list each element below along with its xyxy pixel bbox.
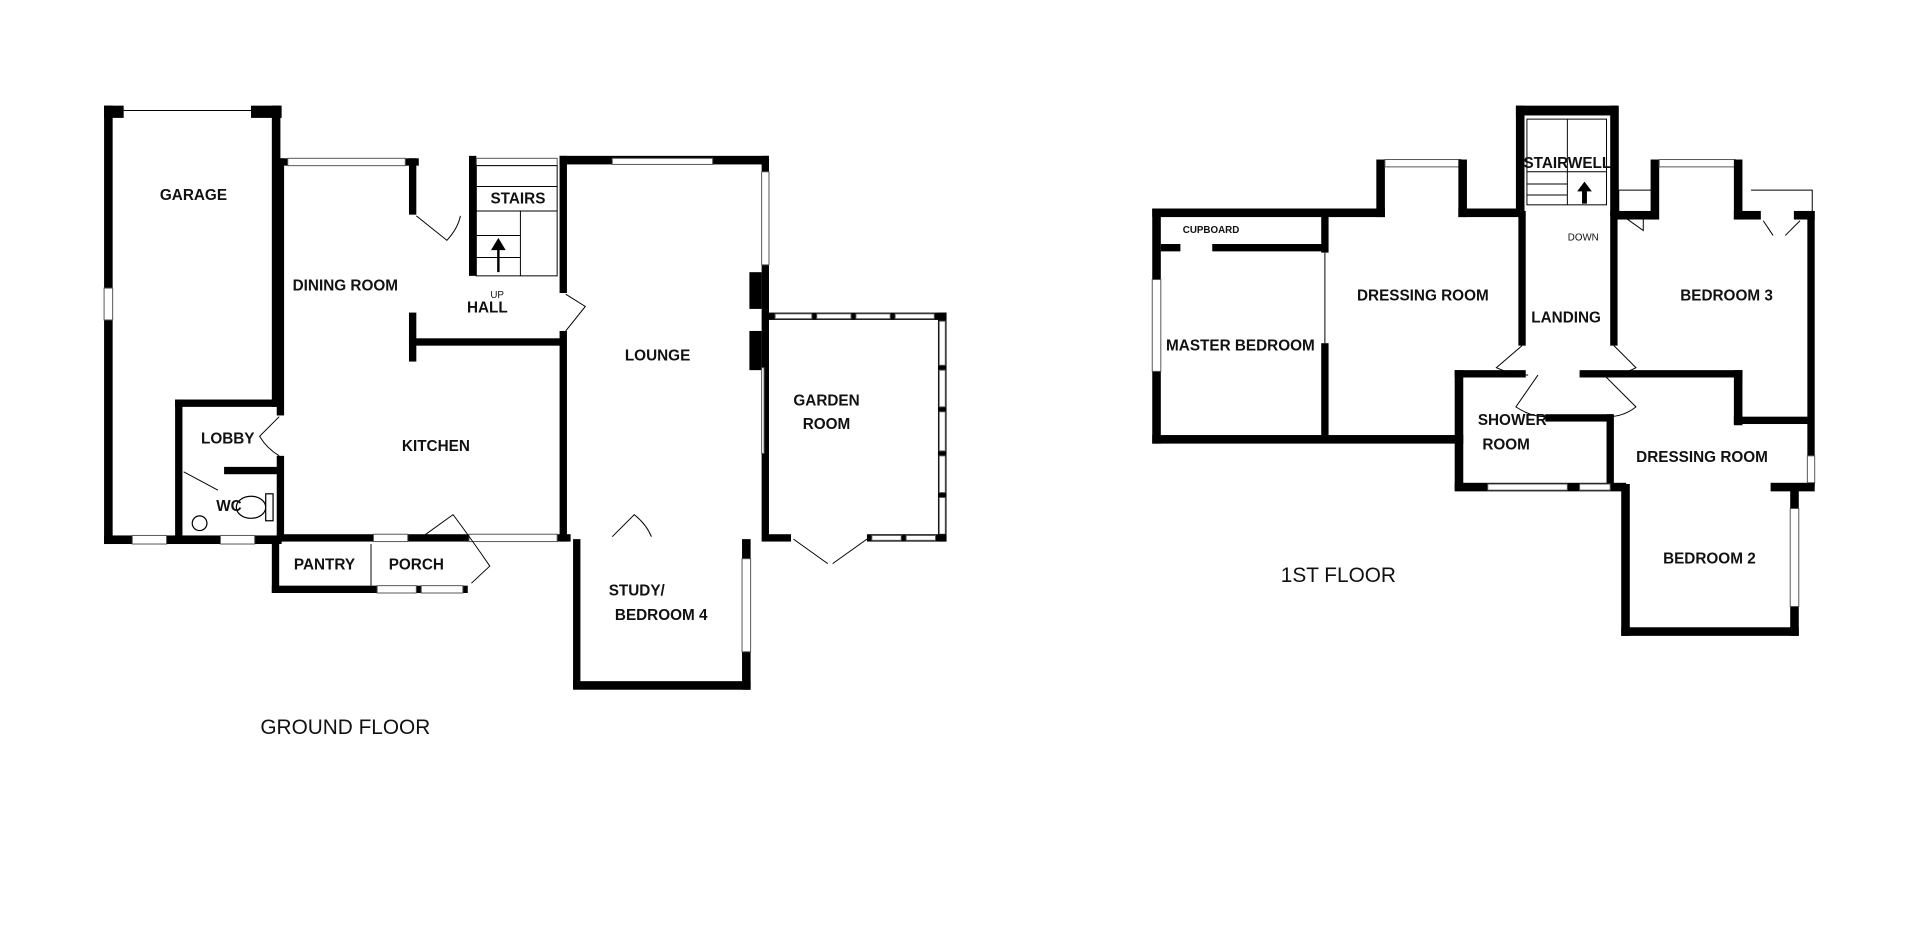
room-label-stairwell: STAIRWELL <box>1523 155 1611 172</box>
bedroom-2-walls <box>1621 482 1815 636</box>
room-label-bedroom-3: BEDROOM 3 <box>1680 287 1773 304</box>
dining-kitchen-walls <box>258 157 571 543</box>
down-arrow-icon <box>1577 181 1592 204</box>
room-label-dressing-room: DRESSING ROOM <box>1357 287 1489 304</box>
stairs-down-label: DOWN <box>1568 232 1599 243</box>
room-label-hall: HALL <box>467 300 508 317</box>
master-bedroom-walls <box>1151 208 1464 444</box>
room-label-dressing-room-2: DRESSING ROOM <box>1636 449 1768 466</box>
room-label-landing: LANDING <box>1531 309 1601 326</box>
lobby-wc-walls <box>175 399 282 541</box>
room-label-master-bedroom: MASTER BEDROOM <box>1166 338 1315 355</box>
room-label-study: STUDY/ <box>609 582 666 599</box>
stairs-up-label: UP <box>490 290 504 301</box>
lounge-walls <box>559 155 770 542</box>
room-label-stairs: STAIRS <box>490 191 545 208</box>
study-walls <box>573 539 752 690</box>
pantry-porch-walls <box>271 513 491 594</box>
stairs <box>468 155 558 277</box>
room-label-shower-room: SHOWER <box>1478 412 1547 429</box>
basin-icon <box>191 515 208 532</box>
room-label-pantry: PANTRY <box>294 557 355 574</box>
room-label-garden-room-2: ROOM <box>803 416 851 433</box>
shower-room-walls <box>1454 370 1809 492</box>
room-label-cupboard: CUPBOARD <box>1183 225 1240 236</box>
garage-walls <box>103 105 282 545</box>
room-label-bedroom-2: BEDROOM 2 <box>1663 551 1756 568</box>
room-label-dining-room: DINING ROOM <box>293 278 398 295</box>
room-label-kitchen: KITCHEN <box>402 438 470 455</box>
room-label-garage: GARAGE <box>160 187 227 204</box>
room-label-lobby: LOBBY <box>201 431 255 448</box>
room-label-wc: WC <box>216 498 242 515</box>
bedroom-3-walls <box>1613 159 1816 487</box>
room-label-porch: PORCH <box>389 557 444 574</box>
room-label-lounge: LOUNGE <box>625 347 690 364</box>
first-floor-title: 1ST FLOOR <box>1281 564 1396 587</box>
room-label-study-2: BEDROOM 4 <box>615 607 708 624</box>
garden-room-walls <box>768 312 947 565</box>
dressing-room-walls <box>1376 159 1523 218</box>
first-floor-plan: CUPBOARD MASTER BEDROOM DRESSING ROOM ST… <box>1151 105 1816 636</box>
room-label-shower-room-2: ROOM <box>1482 437 1530 454</box>
up-arrow-icon <box>491 237 506 273</box>
room-label-garden-room: GARDEN <box>793 393 859 410</box>
ground-floor-title: GROUND FLOOR <box>260 716 430 739</box>
stairwell <box>1495 105 1637 418</box>
ground-floor-plan: GARAGE DINING ROOM STAIRS UP HALL LOUNGE… <box>103 105 947 739</box>
